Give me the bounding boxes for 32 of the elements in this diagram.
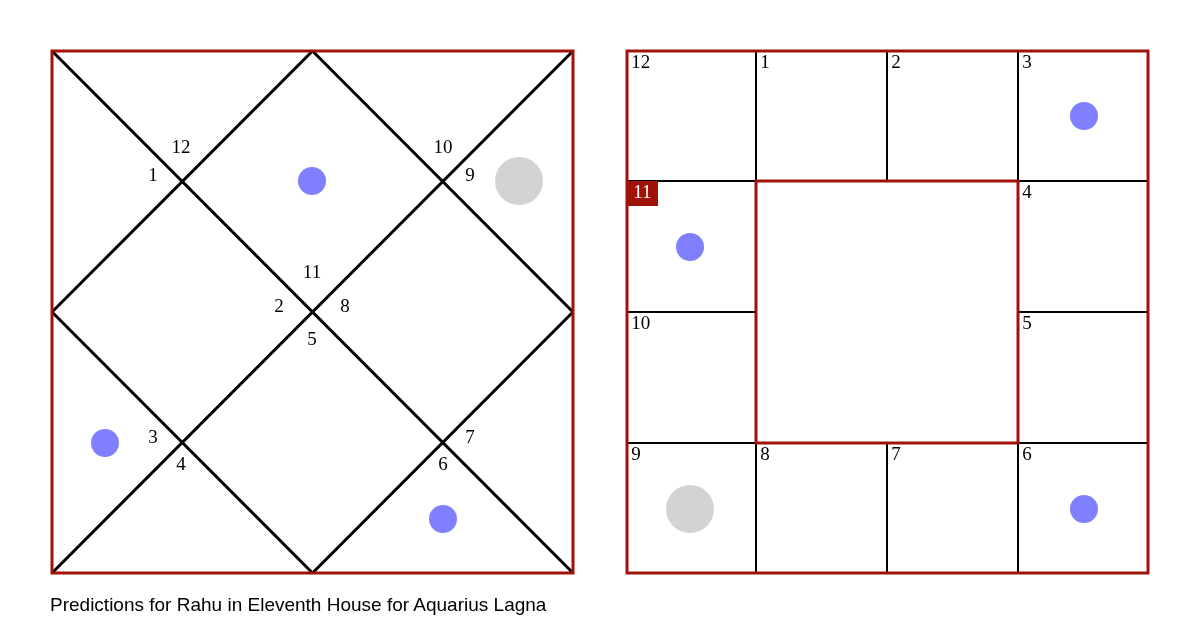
house-number: 12 [631, 52, 651, 73]
house-cell [1017, 311, 1149, 444]
house-number: 7 [891, 444, 901, 465]
house-number: 3 [148, 427, 158, 447]
house-cell [626, 311, 757, 444]
house-number: 2 [891, 52, 901, 73]
house-number: 8 [760, 444, 770, 465]
house-number: 6 [438, 454, 448, 474]
house-number: 8 [340, 296, 350, 316]
house-number: 12 [171, 137, 191, 157]
house-number: 4 [1022, 182, 1032, 203]
house-number: 4 [176, 454, 186, 474]
house-cell [1017, 180, 1149, 313]
house-number: 10 [631, 313, 651, 334]
house-cell [755, 50, 888, 182]
house-cell [886, 442, 1019, 574]
house-number: 10 [433, 137, 453, 157]
house-number: 1 [760, 52, 770, 73]
caption: Predictions for Rahu in Eleventh House for Aquarius Lagna [50, 594, 547, 616]
house-number: 3 [1022, 52, 1032, 73]
house-number: 9 [465, 165, 475, 185]
house-number: 7 [465, 427, 475, 447]
house-number: 5 [1022, 313, 1032, 334]
house-number: 11 [302, 262, 322, 282]
house-cell [755, 442, 888, 574]
house-number: 2 [274, 296, 284, 316]
house-number: 1 [148, 165, 158, 185]
house-cell [886, 50, 1019, 182]
house-number: 6 [1022, 444, 1032, 465]
house-number: 9 [631, 444, 641, 465]
highlighted-house-number: 11 [627, 181, 658, 207]
house-number: 5 [307, 329, 317, 349]
